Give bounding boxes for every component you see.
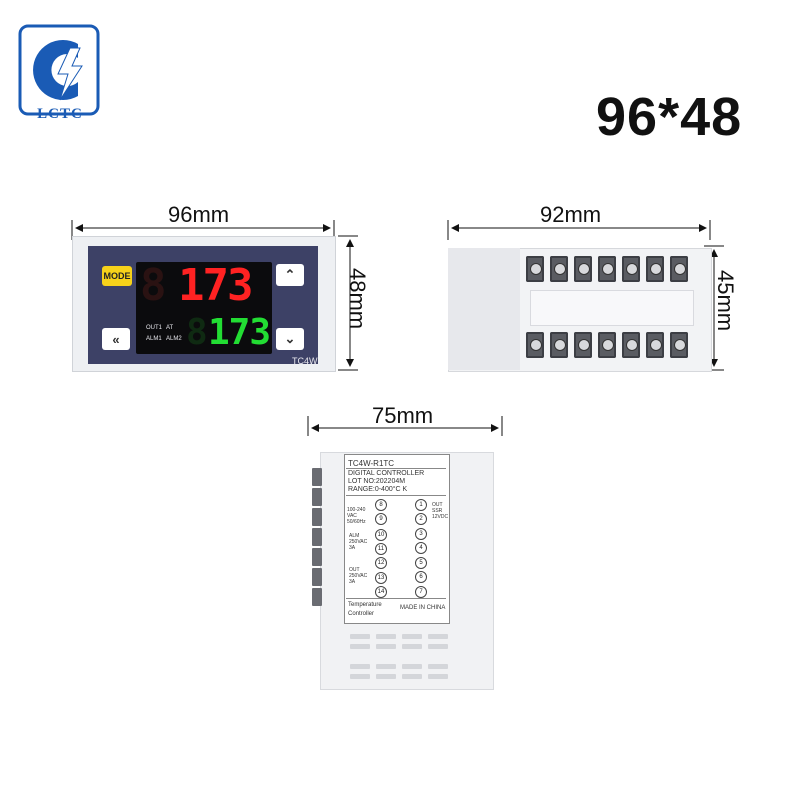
terminal-node: 7 <box>415 586 427 598</box>
terminal-node: 12 <box>375 557 387 569</box>
vent-slot <box>376 644 396 649</box>
vent-slot <box>428 664 448 669</box>
label-range: RANGE:0-400°C K <box>348 486 408 493</box>
screw-terminal <box>526 332 544 358</box>
rear-housing <box>448 248 520 370</box>
terminal-node: 2 <box>415 513 427 525</box>
label-divider <box>346 468 446 469</box>
side-screw-terminal <box>312 568 322 586</box>
terminal-node: 14 <box>375 586 387 598</box>
screw-terminal <box>598 256 616 282</box>
pv-display: 173 <box>178 260 253 311</box>
terminal-node: 4 <box>415 542 427 554</box>
side-screw-terminal <box>312 488 322 506</box>
lctc-logo-icon <box>18 24 100 116</box>
label-out-text: OUT SSR 12VDC <box>432 502 449 520</box>
terminal-divider <box>530 290 694 326</box>
label-alm-text: ALM 250VAC 3A <box>349 533 368 551</box>
label-type: DIGITAL CONTROLLER <box>348 470 425 477</box>
label-power-text: 100-240 VAC 50/60Hz <box>347 507 366 525</box>
label-divider-2 <box>346 495 446 496</box>
double-chevron-down-icon: ⌄ <box>284 331 296 346</box>
double-chevron-left-icon: « <box>112 331 120 347</box>
left-button[interactable]: « <box>102 328 130 350</box>
vent-slot <box>402 644 422 649</box>
model-label: TC4W <box>292 356 318 366</box>
side-screw-terminal <box>312 468 322 486</box>
side-width-label: 75mm <box>372 403 434 428</box>
screw-terminal <box>670 256 688 282</box>
indicator-alm1: ALM1 <box>146 336 162 342</box>
indicator-alm2: ALM2 <box>166 336 182 342</box>
terminal-node: 5 <box>415 557 427 569</box>
side-screw-terminal <box>312 588 322 606</box>
label-lot: LOT NO:202204M <box>348 478 406 485</box>
vent-slot <box>350 664 370 669</box>
pv-ghost-digit: 8 <box>140 260 166 311</box>
terminal-node: 10 <box>375 529 387 541</box>
screw-terminal <box>622 256 640 282</box>
terminal-node: 1 <box>415 499 427 511</box>
back-width-label: 92mm <box>540 202 602 227</box>
vent-slot <box>428 634 448 639</box>
vent-slot <box>350 674 370 679</box>
indicator-at: AT <box>166 325 174 331</box>
label-footer-left-1: Temperature <box>348 602 382 608</box>
screw-terminal <box>574 256 592 282</box>
label-divider-3 <box>346 598 446 599</box>
sv-ghost-digit: 8 <box>186 312 208 353</box>
vent-slot <box>428 644 448 649</box>
led-display <box>136 262 272 354</box>
vent-slot <box>376 664 396 669</box>
screw-terminal <box>646 332 664 358</box>
screw-terminal <box>646 256 664 282</box>
label-footer-left-2: Controller <box>348 611 375 617</box>
screw-terminal <box>526 256 544 282</box>
terminal-node: 13 <box>375 572 387 584</box>
vent-slot <box>350 634 370 639</box>
down-button[interactable]: ⌄ <box>276 328 304 350</box>
back-height-label: 45mm <box>713 270 738 332</box>
vent-slot <box>350 644 370 649</box>
vent-slot <box>402 634 422 639</box>
vent-slot <box>376 674 396 679</box>
screw-terminal <box>598 332 616 358</box>
label-footer-right: MADE IN CHINA <box>400 605 446 611</box>
label-model: TC4W-R1TC <box>348 459 395 468</box>
vent-slot <box>376 634 396 639</box>
terminal-node: 9 <box>375 513 387 525</box>
vent-slot <box>402 674 422 679</box>
vent-slot <box>428 674 448 679</box>
side-screw-terminal <box>312 548 322 566</box>
terminal-node: 8 <box>375 499 387 511</box>
terminal-node: 11 <box>375 543 387 555</box>
double-chevron-up-icon: ⌃ <box>284 267 296 282</box>
screw-terminal <box>550 332 568 358</box>
vent-slot <box>402 664 422 669</box>
up-button[interactable]: ⌃ <box>276 264 304 286</box>
side-screw-terminal <box>312 528 322 546</box>
front-width-label: 96mm <box>168 202 230 227</box>
label-out2-text: OUT 250VAC 3A <box>349 567 368 585</box>
terminal-node: 3 <box>415 528 427 540</box>
side-label <box>344 454 450 624</box>
mode-button[interactable]: MODE <box>102 266 132 286</box>
logo-text: LCTC <box>37 106 83 122</box>
screw-terminal <box>574 332 592 358</box>
side-screw-terminal <box>312 508 322 526</box>
terminal-node: 6 <box>415 571 427 583</box>
sv-display: 173 <box>208 312 271 353</box>
screw-terminal <box>622 332 640 358</box>
screw-terminal <box>550 256 568 282</box>
front-height-label: 48mm <box>345 268 370 330</box>
size-headline: 96*48 <box>596 87 743 147</box>
indicator-out1: OUT1 <box>146 325 163 331</box>
screw-terminal <box>670 332 688 358</box>
